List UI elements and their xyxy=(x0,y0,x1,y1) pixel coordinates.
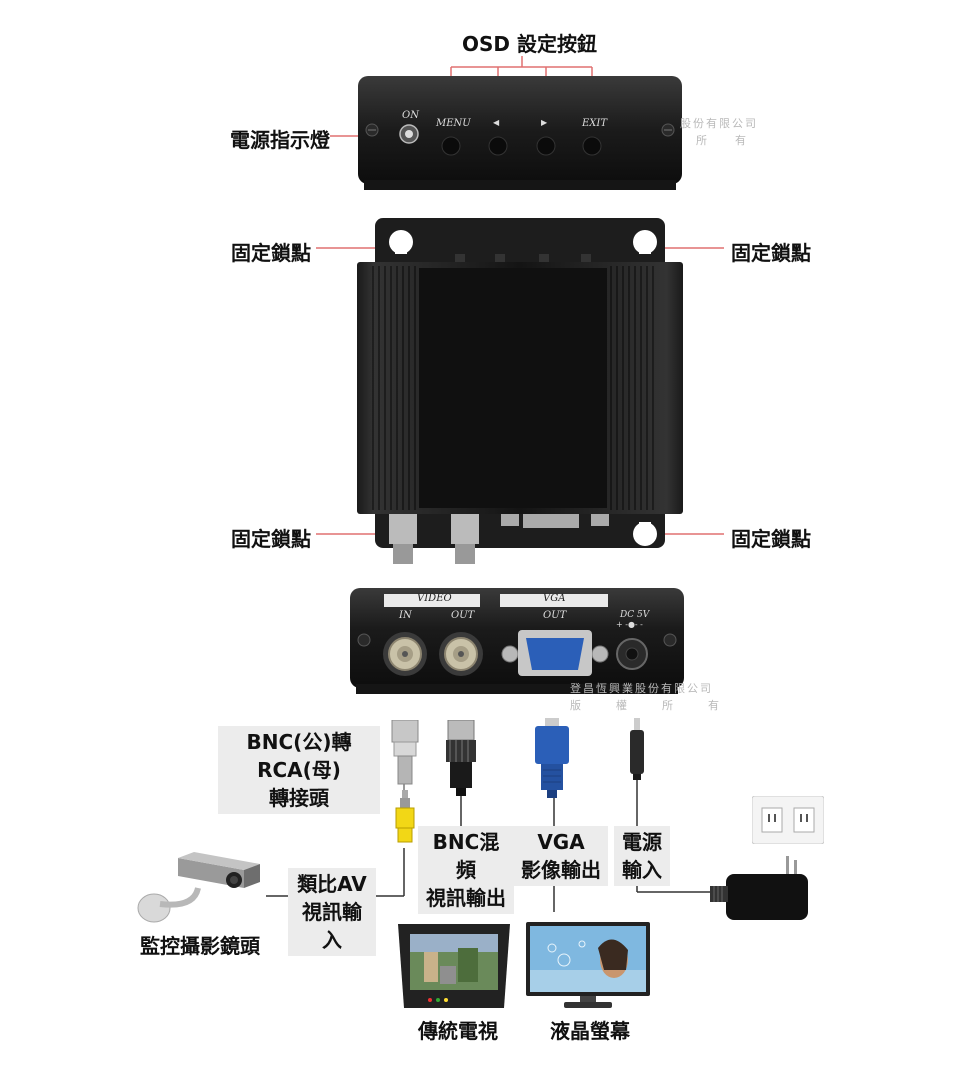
bnc-rca-adapter-label: BNC(公)轉RCA(母) 轉接頭 xyxy=(218,726,380,814)
rear-panel: VIDEO VGA IN OUT OUT DC 5V + -●- - xyxy=(350,588,684,698)
vga-out-silkscreen: OUT xyxy=(543,610,567,621)
dc-polarity-silkscreen: + -●- - xyxy=(616,620,643,629)
power-adapter xyxy=(710,856,808,920)
crt-tv xyxy=(398,924,510,1008)
mount-point-label-top-right: 固定鎖點 xyxy=(731,241,811,265)
rear-panel-body xyxy=(350,588,684,694)
bnc-rca-adapter xyxy=(391,720,419,843)
watermark-top-line1: 股份有限公司 xyxy=(680,117,758,130)
mount-hole-top-right xyxy=(633,230,657,254)
bnc-output-label-line1: BNC混頻 xyxy=(432,830,500,882)
dc-5v-silkscreen: DC 5V xyxy=(620,610,650,620)
mount-hole-top-left xyxy=(389,230,413,254)
mount-point-label-bottom-left: 固定鎖點 xyxy=(231,527,311,551)
bnc-output-label: BNC混頻 視訊輸出 xyxy=(418,826,514,914)
on-silkscreen: ON xyxy=(402,110,419,121)
wall-outlet xyxy=(752,796,824,844)
vga-output-label-line2: 影像輸出 xyxy=(521,858,601,882)
mount-point-label-top-left: 固定鎖點 xyxy=(231,241,311,265)
watermark-top-line2: 所 有 xyxy=(696,134,748,147)
osd-buttons-label: OSD 設定按鈕 xyxy=(462,32,597,56)
power-indicator-label: 電源指示燈 xyxy=(230,128,330,152)
video-out-silkscreen: OUT xyxy=(451,610,475,621)
video-in-silkscreen: IN xyxy=(399,610,412,621)
vga-plug xyxy=(535,718,569,798)
vga-section-label: VGA xyxy=(543,593,566,604)
watermark-bottom-line1: 登昌恆興業股份有限公司 xyxy=(570,682,713,695)
power-input-label-line2: 輸入 xyxy=(622,858,662,882)
mount-point-label-bottom-right: 固定鎖點 xyxy=(731,527,811,551)
front-panel-body xyxy=(358,76,682,190)
left-arrow-silkscreen: ◀ xyxy=(493,118,500,127)
camera-caption: 監控攝影鏡頭 xyxy=(140,934,260,958)
av-input-label: 類比AV 視訊輸入 xyxy=(288,868,376,956)
vga-output-label-line1: VGA xyxy=(537,830,585,854)
exit-silkscreen: EXIT xyxy=(582,118,608,129)
lcd-caption: 液晶螢幕 xyxy=(550,1019,630,1043)
tv-caption: 傳統電視 xyxy=(418,1019,498,1043)
right-arrow-silkscreen: ▶ xyxy=(541,118,548,127)
watermark-bottom-line2: 版 權 所 有 xyxy=(570,699,731,712)
power-input-label: 電源 輸入 xyxy=(614,826,670,886)
front-panel: ON MENU ◀ ▶ EXIT xyxy=(358,76,682,192)
mount-hole-bottom-right xyxy=(633,522,657,546)
device-top-view xyxy=(357,218,683,564)
menu-silkscreen: MENU xyxy=(436,118,471,129)
vga-output-label: VGA 影像輸出 xyxy=(514,826,608,886)
av-input-label-line2: 視訊輸入 xyxy=(302,900,362,952)
video-section-label: VIDEO xyxy=(417,593,452,604)
av-input-label-line1: 類比AV xyxy=(297,872,367,896)
power-input-label-line1: 電源 xyxy=(622,830,662,854)
dc-plug xyxy=(630,718,644,780)
security-camera xyxy=(137,852,260,923)
lcd-monitor xyxy=(526,922,650,1008)
bnc-output-label-line2: 視訊輸出 xyxy=(426,886,506,910)
bnc-plug xyxy=(446,720,476,796)
bnc-rca-adapter-label-line2: 轉接頭 xyxy=(269,786,329,810)
bnc-rca-adapter-label-line1: BNC(公)轉RCA(母) xyxy=(246,730,352,782)
